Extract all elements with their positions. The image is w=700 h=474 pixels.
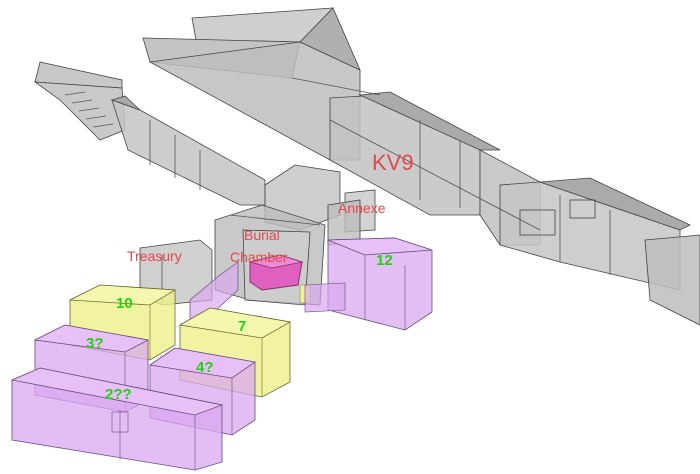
- label-chamber-12: 12: [376, 252, 393, 269]
- chamber-12: [304, 237, 433, 331]
- label-burial: Burial: [244, 227, 280, 243]
- label-kv9: KV9: [372, 150, 414, 175]
- label-chamber-2: 2??: [105, 386, 132, 403]
- label-chamber: Chamber: [230, 249, 288, 265]
- kv9-corridor: [142, 7, 700, 326]
- label-chamber-3: 3?: [86, 335, 104, 352]
- label-chamber-10: 10: [116, 295, 133, 312]
- label-chamber-4: 4?: [196, 359, 214, 376]
- label-treasury: Treasury: [127, 248, 182, 264]
- label-annexe: Annexe: [338, 200, 386, 216]
- burial-chamber-block: [214, 204, 326, 306]
- kv62-entrance-corridor: [33, 61, 266, 206]
- chamber-2: [10, 367, 224, 471]
- label-chamber-7: 7: [238, 318, 246, 335]
